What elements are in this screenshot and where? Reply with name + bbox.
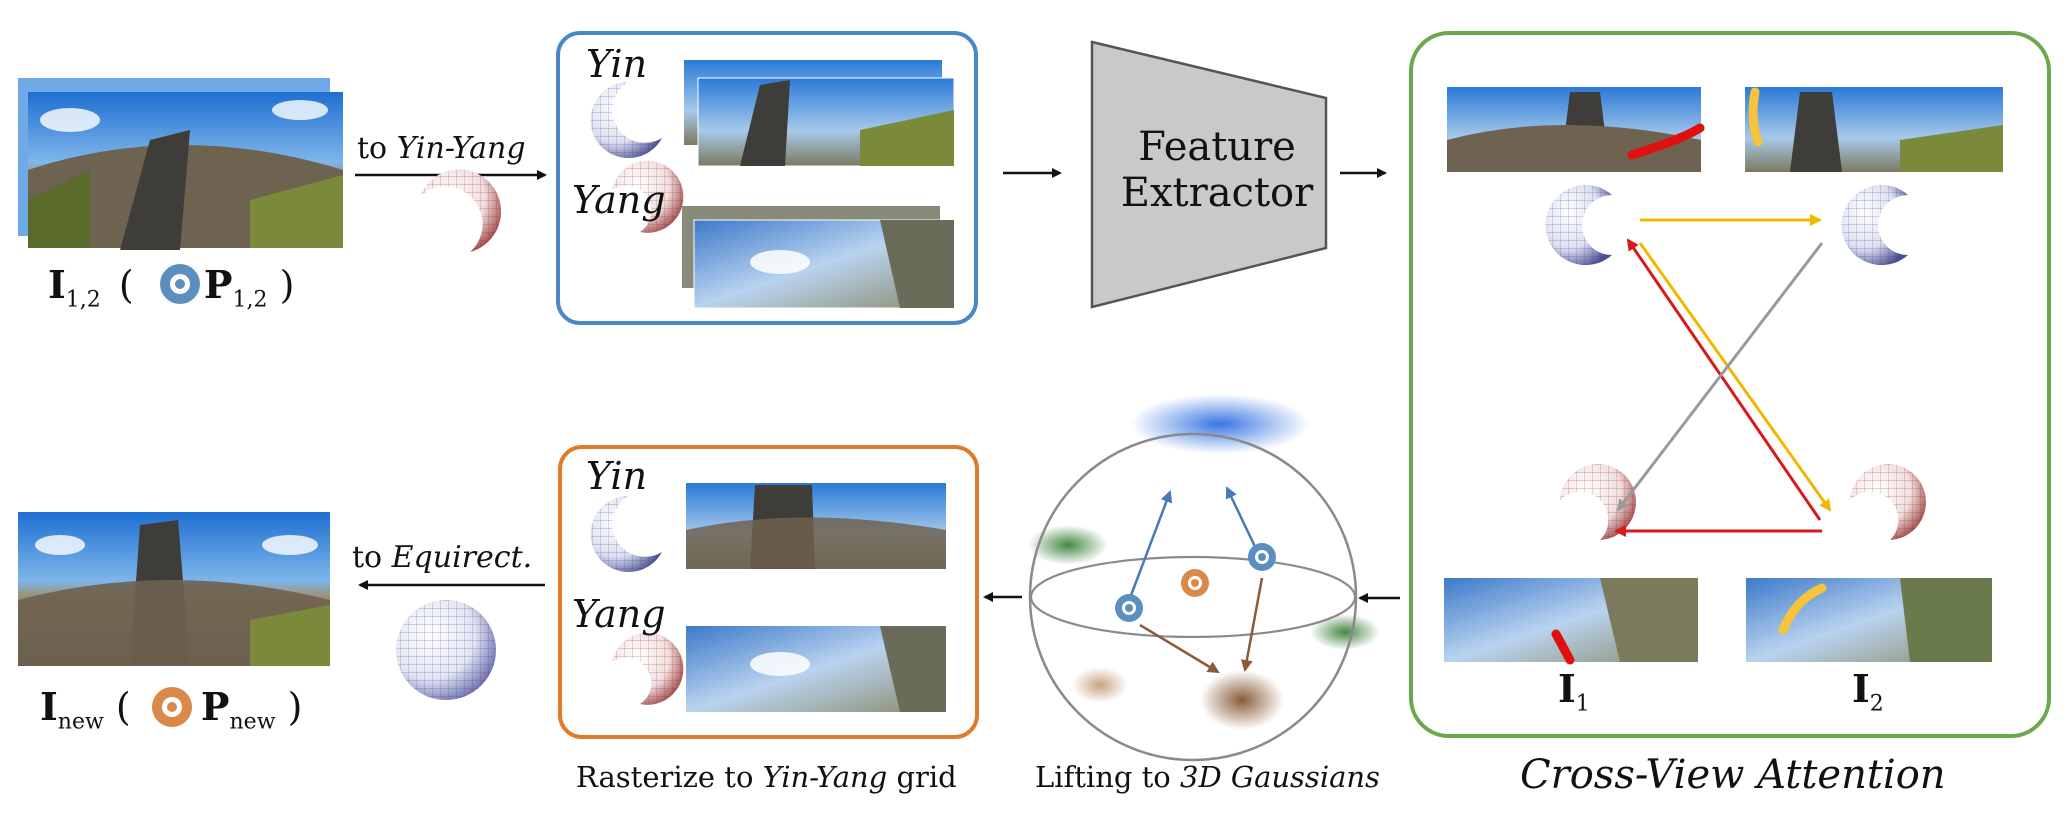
gaussian-sphere <box>1028 394 1380 762</box>
yin-images-top <box>684 60 955 167</box>
output-I: I <box>40 684 58 729</box>
yin-bottom-label: Yin <box>586 454 648 498</box>
attn-arrow-yellow-diagonal <box>1638 242 1832 512</box>
attention-I2-label: I2 <box>1852 666 1884 717</box>
camera-icon-input <box>160 264 200 304</box>
cross-view-attention-label: Cross-View Attention <box>1520 752 1946 798</box>
yang-top-label: Yang <box>572 178 666 222</box>
feature-extractor-block <box>1090 40 1328 309</box>
output-P-sub: new <box>229 709 276 735</box>
to-yinyang-label: to Yin-Yang <box>357 131 526 166</box>
input-P: P <box>203 262 233 307</box>
input-caption: I1,2 ( P1,2 ) <box>48 262 295 313</box>
input-panorama-stack <box>18 78 343 250</box>
attention-yin-icon-1 <box>1545 184 1612 265</box>
camera-icon-blue-2 <box>1248 543 1276 571</box>
attention-yang-icon-2 <box>1850 464 1926 540</box>
output-panorama <box>18 512 330 666</box>
yang-bottom-label: Yang <box>572 592 666 636</box>
attention-image-I2-bottom <box>1746 578 1992 662</box>
attention-image-I1-bottom <box>1444 578 1698 665</box>
attention-yang-icon-1 <box>1560 464 1636 540</box>
attention-I1-label: I1 <box>1558 666 1590 717</box>
yin-top-label: Yin <box>586 42 648 86</box>
camera-icon-orange-sphere <box>1181 569 1209 597</box>
attention-image-I1-top <box>1447 87 1705 172</box>
input-P-sub: 1,2 <box>232 287 268 313</box>
feature-extractor-label: Feature Extractor <box>1120 124 1314 216</box>
output-I-sub: new <box>57 709 104 735</box>
output-caption: Inew ( Pnew ) <box>40 684 303 735</box>
camera-icon-output <box>152 687 192 727</box>
yin-grid-icon-bottom <box>590 496 662 572</box>
yang-images-top <box>682 206 955 309</box>
input-I-sub: 1,2 <box>65 287 101 313</box>
yin-image-bottom <box>686 483 946 569</box>
output-P: P <box>200 684 230 729</box>
attn-arrow-red-diagonal <box>1626 238 1822 521</box>
yang-grid-icon-bottom <box>612 632 684 705</box>
rasterize-label: Rasterize to Yin-Yang grid <box>576 760 957 794</box>
rasterize-box <box>558 445 979 739</box>
yang-image-bottom <box>686 626 946 712</box>
attn-arrow-gray-diagonal <box>1616 242 1824 512</box>
yang-grid-icon-top <box>612 160 684 233</box>
to-equirect-label: to Equirect. <box>352 540 533 575</box>
yin-grid-icon-top <box>590 82 662 158</box>
attention-yin-icon-2 <box>1841 184 1908 265</box>
yinyang-box <box>556 31 978 325</box>
input-I: I <box>48 262 66 307</box>
attention-image-I2-top <box>1745 87 2003 172</box>
sphere-grid-icon <box>396 600 496 700</box>
yinyang-sphere-pair-icon <box>405 169 502 270</box>
lifting-label: Lifting to 3D Gaussians <box>1035 760 1380 794</box>
cross-view-attention-box <box>1409 31 2051 738</box>
camera-icon-blue-1 <box>1115 594 1143 622</box>
